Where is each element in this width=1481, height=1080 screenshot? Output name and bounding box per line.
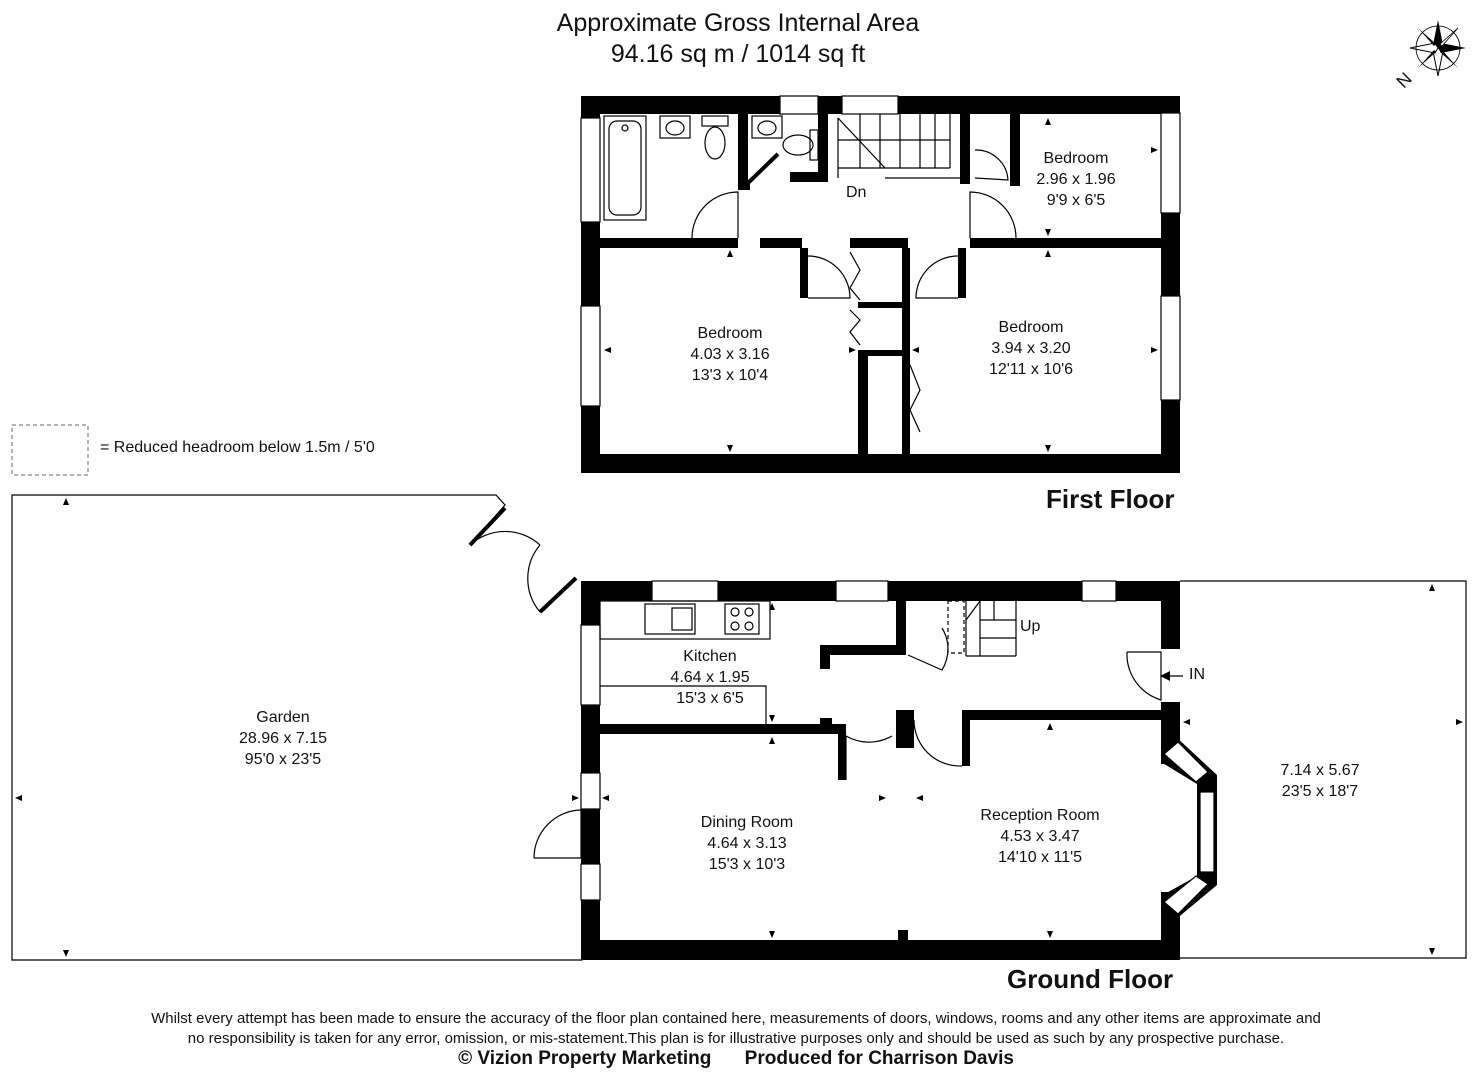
room-metric: 4.64 x 3.13 (707, 835, 787, 852)
disclaimer-line-2: no responsibility is taken for any error… (187, 1030, 1285, 1047)
room-metric: 4.53 x 3.47 (1000, 828, 1080, 845)
reduced-headroom-swatch (11, 424, 89, 476)
room-metric: 7.14 x 5.67 (1280, 762, 1360, 779)
room-imperial: 9'9 x 6'5 (1046, 192, 1106, 209)
room-name: Dining Room (700, 814, 794, 831)
room-metric: 2.96 x 1.96 (1036, 171, 1116, 188)
room-imperial: 15'3 x 10'3 (708, 856, 786, 873)
entrance-label: IN (1189, 666, 1205, 683)
room-name: Garden (256, 709, 310, 726)
room-name: Kitchen (683, 648, 737, 665)
room-imperial: 95'0 x 23'5 (244, 751, 322, 768)
first-floor-plan (580, 95, 1181, 473)
compass-icon (1409, 20, 1466, 77)
room-imperial: 13'3 x 10'4 (691, 367, 769, 384)
room-label-garden: Garden 28.96 x 7.15 95'0 x 23'5 (239, 707, 327, 770)
first-floor-title: First Floor (1046, 484, 1175, 514)
room-name: Bedroom (1043, 150, 1109, 167)
ground-floor-title: Ground Floor (1007, 964, 1174, 994)
room-label-reception-room: Reception Room 4.53 x 3.47 14'10 x 11'5 (980, 805, 1099, 868)
room-imperial: 14'10 x 11'5 (997, 849, 1083, 866)
disclaimer-line-1: Whilst every attempt has been made to en… (151, 1010, 1321, 1027)
room-label-front-garden: 7.14 x 5.67 23'5 x 18'7 (1280, 760, 1359, 802)
room-name: Reception Room (980, 807, 1100, 824)
ground-floor-plan (11, 494, 1467, 961)
stairs-down-label: Dn (846, 184, 867, 201)
credits: © Vizion Property Marketing Produced for… (444, 1048, 1028, 1070)
gross-area-value: 94.16 sq m / 1014 sq ft (610, 40, 866, 68)
room-metric: 4.03 x 3.16 (690, 346, 770, 363)
room-imperial: 23'5 x 18'7 (1281, 783, 1359, 800)
room-name: Bedroom (697, 325, 763, 342)
gross-area-heading: Approximate Gross Internal Area 94.16 sq… (557, 8, 920, 70)
room-label-kitchen: Kitchen 4.64 x 1.95 15'3 x 6'5 (670, 646, 749, 709)
room-imperial: 15'3 x 6'5 (676, 690, 744, 707)
room-metric: 28.96 x 7.15 (238, 730, 328, 747)
produced-for-text: Produced for Charrison Davis (744, 1048, 1014, 1069)
legend-text: = Reduced headroom below 1.5m / 5'0 (100, 439, 375, 456)
room-label-bedroom-left: Bedroom 4.03 x 3.16 13'3 x 10'4 (690, 323, 769, 386)
room-imperial: 12'11 x 10'6 (988, 361, 1074, 378)
copyright-text: © Vizion Property Marketing (458, 1048, 712, 1069)
disclaimer: Whilst every attempt has been made to en… (151, 1009, 1321, 1049)
stairs-up-label: Up (1020, 618, 1041, 635)
room-label-bedroom-small: Bedroom 2.96 x 1.96 9'9 x 6'5 (1036, 148, 1115, 211)
room-metric: 4.64 x 1.95 (670, 669, 750, 686)
room-metric: 3.94 x 3.20 (991, 340, 1071, 357)
room-label-dining-room: Dining Room 4.64 x 3.13 15'3 x 10'3 (701, 812, 793, 875)
room-label-bedroom-right: Bedroom 3.94 x 3.20 12'11 x 10'6 (989, 317, 1073, 380)
room-name: Bedroom (998, 319, 1064, 336)
gross-area-title: Approximate Gross Internal Area (556, 9, 920, 37)
